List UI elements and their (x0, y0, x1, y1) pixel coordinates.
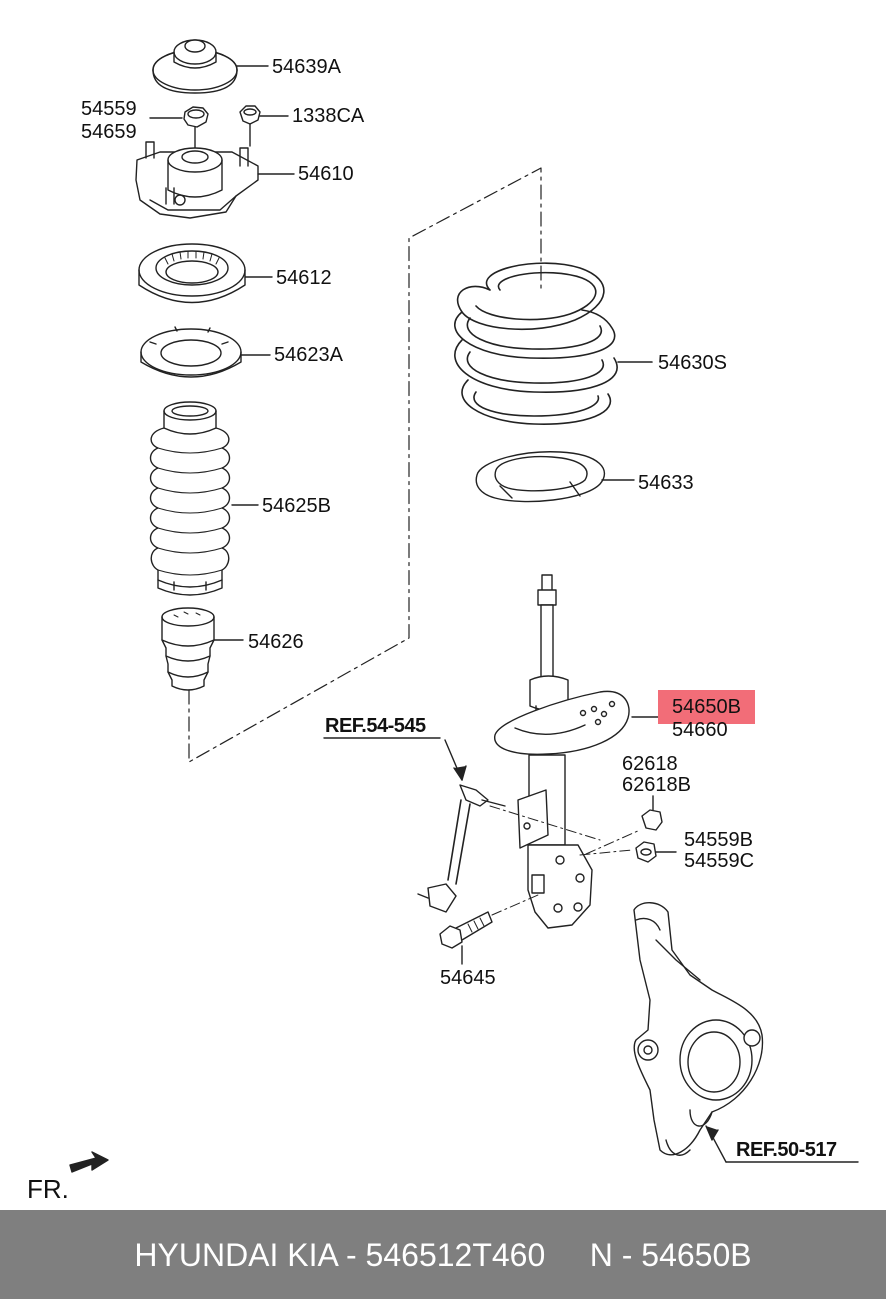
part-54625B-boot (149, 401, 259, 596)
label-54630S: 54630S (658, 352, 727, 374)
part-54630S-spring (454, 262, 653, 425)
label-54639A: 54639A (272, 56, 341, 78)
label-54625B: 54625B (262, 495, 331, 517)
label-62618: 62618 (622, 753, 678, 775)
part-knuckle (633, 902, 859, 1163)
part-54639A-cap (152, 39, 269, 94)
label-54559C: 54559C (684, 850, 755, 872)
label-54645: 54645 (440, 967, 496, 989)
assembly-dash-line (188, 167, 542, 763)
part-54559-nut (149, 106, 209, 149)
ref-50-517[interactable]: REF.50-517 (736, 1139, 837, 1161)
part-1338CA-nut (239, 105, 289, 147)
part-54623A-seat (140, 326, 271, 378)
part-54610-mount (135, 141, 295, 219)
part-54559B-nut (635, 841, 677, 863)
label-54660: 54660 (672, 719, 728, 741)
fr-arrow-icon (69, 1151, 109, 1173)
label-54626: 54626 (248, 631, 304, 653)
footer-part-number: HYUNDAI KIA - 546512T460 N - 54650B (134, 1237, 752, 1273)
parts-diagram (69, 39, 859, 1173)
part-54650B-strut (494, 574, 661, 929)
axis-lines (489, 805, 641, 916)
label-54650B-highlighted[interactable]: 54650B (658, 690, 755, 724)
label-1338CA: 1338CA (292, 105, 365, 127)
part-62618-nut (641, 795, 663, 831)
label-54623A: 54623A (274, 344, 343, 366)
part-54645-bolt (439, 911, 493, 965)
label-62618B: 62618B (622, 774, 691, 796)
part-54633-pad (475, 451, 635, 503)
label-54633: 54633 (638, 472, 694, 494)
label-54659: 54659 (81, 121, 137, 143)
ref-54-545[interactable]: REF.54-545 (325, 715, 426, 737)
fr-label: FR. (27, 1174, 69, 1204)
part-54612-bearing (138, 243, 273, 304)
footer-bar: HYUNDAI KIA - 546512T460 N - 54650B (0, 1210, 886, 1299)
label-54559: 54559 (81, 98, 137, 120)
label-54610: 54610 (298, 163, 354, 185)
part-54626-bumpstop (161, 607, 244, 691)
part-stabilizer-link (417, 739, 506, 913)
label-54559B: 54559B (684, 829, 753, 851)
label-54612: 54612 (276, 267, 332, 289)
